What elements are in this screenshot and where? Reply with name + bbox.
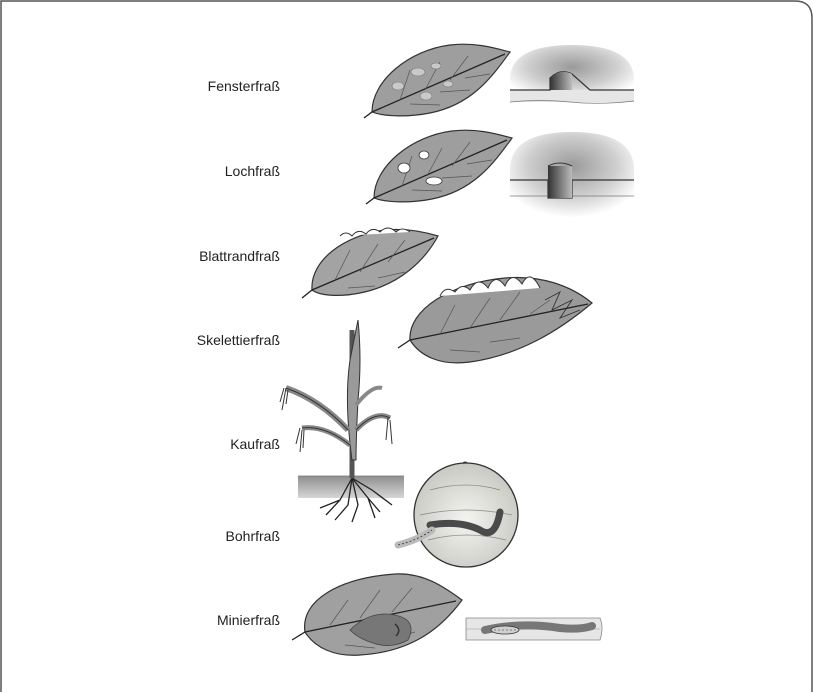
kaufrass-plant xyxy=(280,320,404,522)
label-skelettierfrass: Skelettierfraß xyxy=(80,332,280,348)
lochfrass-leaf xyxy=(366,130,512,204)
label-bohrfrass: Bohrfraß xyxy=(80,528,280,544)
bohrfrass-bulb xyxy=(398,462,518,567)
lochfrass-detail xyxy=(510,132,634,218)
label-blattrandfrass: Blattrandfraß xyxy=(80,248,280,264)
skelettierfrass-leaf xyxy=(398,277,592,363)
label-fensterfrass: Fensterfraß xyxy=(80,78,280,94)
label-minierfrass: Minierfraß xyxy=(80,612,280,628)
minierfrass-detail xyxy=(466,618,602,640)
label-kaufrass: Kaufraß xyxy=(80,436,280,452)
minierfrass-leaf xyxy=(292,574,462,655)
fensterfrass-detail xyxy=(510,45,634,103)
label-lochfrass: Lochfraß xyxy=(80,163,280,179)
fensterfrass-leaf xyxy=(364,44,510,118)
blattrandfrass-leaf xyxy=(302,228,438,298)
